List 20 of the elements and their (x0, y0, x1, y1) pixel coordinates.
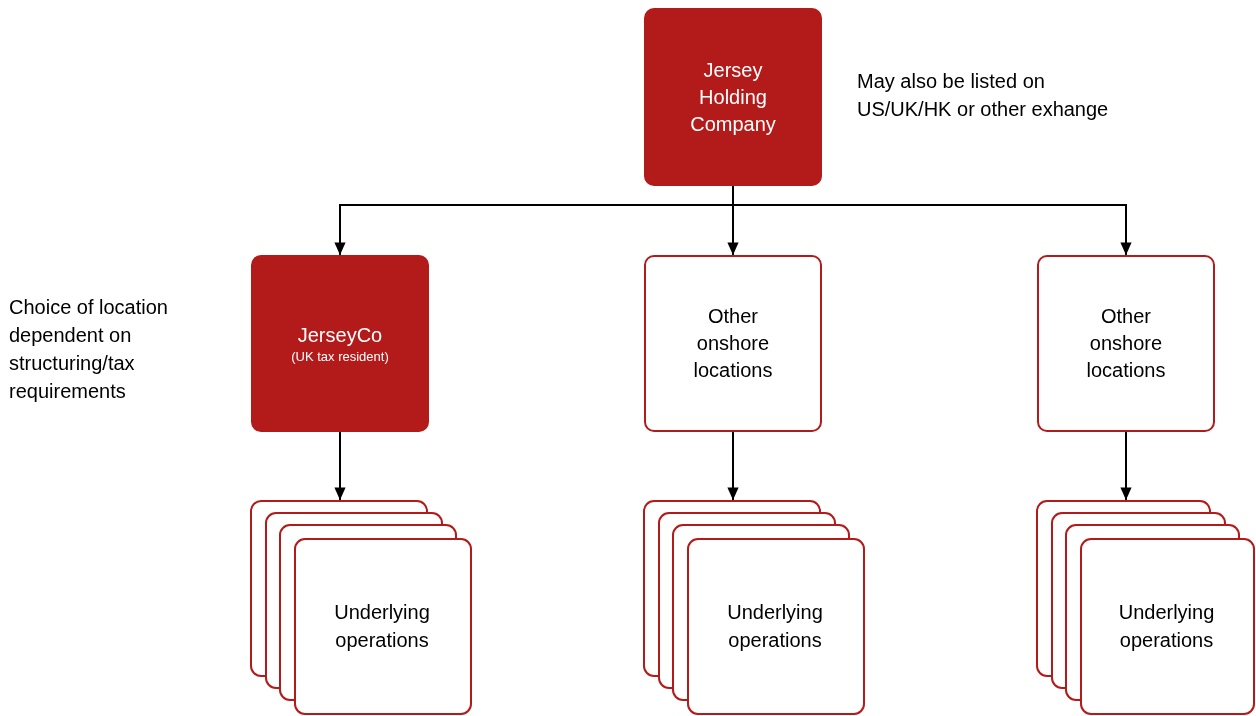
note-text: Choice of location dependent on structuring/tax requirements (9, 295, 169, 404)
org-box (644, 8, 822, 186)
arrow (727, 431, 739, 501)
arrow (334, 431, 346, 501)
stacked-boxes (1036, 500, 1255, 715)
note-text: May also be listed on US/UK/HK or other exhange (857, 69, 1110, 122)
node-text: Underlying operations (333, 599, 431, 653)
node-title: Other onshore locations (1085, 304, 1167, 383)
org-box (1037, 255, 1215, 432)
node-title: Other onshore locations (692, 304, 774, 383)
node-title: JerseyCo (296, 323, 384, 348)
stacked-boxes (250, 500, 472, 715)
org-box (251, 255, 429, 432)
node-subtitle: (UK tax resident) (290, 349, 390, 365)
node-text: Underlying operations (1117, 599, 1216, 653)
node-text: Underlying operations (726, 599, 824, 653)
stacked-boxes (643, 500, 865, 715)
arrow (1120, 431, 1132, 501)
node-title: Jersey Holding Company (689, 57, 777, 137)
org-box (644, 255, 822, 432)
